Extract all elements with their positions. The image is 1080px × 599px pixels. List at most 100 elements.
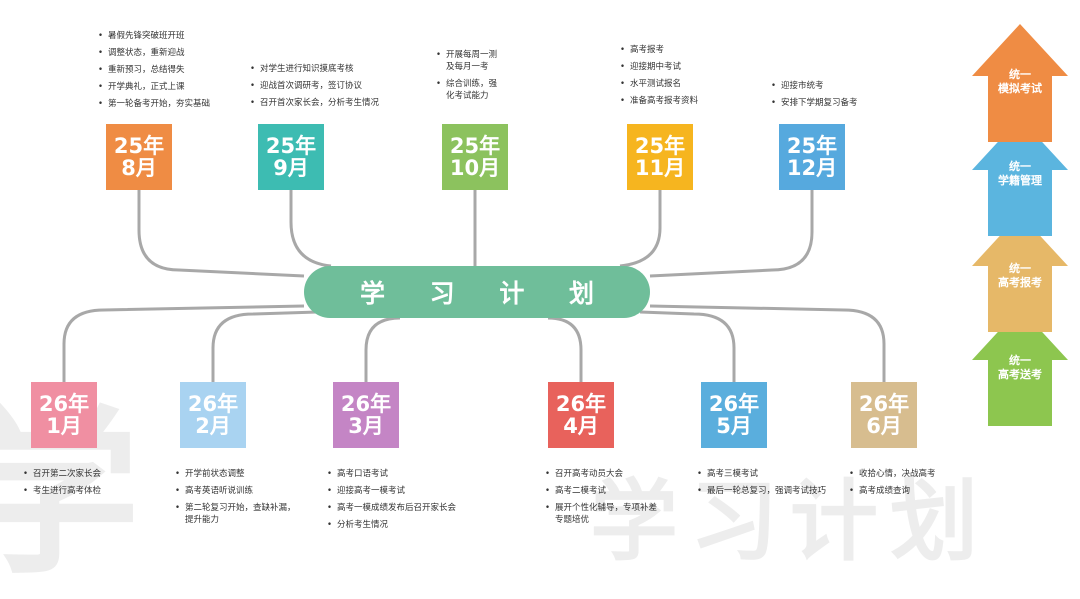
month-box-2025-10: 25年 10月 <box>442 124 508 190</box>
month-year: 26年 <box>38 392 90 416</box>
note-item: 高考三模考试 <box>697 468 826 480</box>
arrow-label-line2: 学籍管理 <box>998 174 1042 187</box>
month-box-2025-09: 25年 9月 <box>258 124 324 190</box>
connector-bottom-5 <box>639 310 736 382</box>
note-item: 重新预习，总结得失 <box>98 64 210 76</box>
note-item: 展开个性化辅导，专项补差 专题培优 <box>545 502 657 526</box>
notes-2026-02: 开学前状态调整 高考英语听说训练 第二轮复习开始，查缺补漏， 提升能力 <box>175 468 296 531</box>
note-item: 调整状态，重新迎战 <box>98 47 210 59</box>
notes-2025-09: 对学生进行知识摸底考核 迎战首次调研考，签订协议 召开首次家长会，分析考生情况 <box>250 63 379 114</box>
notes-2025-12: 迎接市统考 安排下学期复习备考 <box>771 80 858 114</box>
month-box-2026-05: 26年 5月 <box>701 382 767 448</box>
connector-bottom-4 <box>547 316 583 382</box>
arrow-label-line1: 统一 <box>1009 68 1031 81</box>
note-item: 暑假先锋突破班开班 <box>98 30 210 42</box>
note-item: 安排下学期复习备考 <box>771 97 858 109</box>
month-month: 9月 <box>273 156 309 180</box>
note-item: 召开第二次家长会 <box>23 468 101 480</box>
month-month: 5月 <box>716 414 752 438</box>
connector-top-2 <box>289 190 332 268</box>
arrow-gaokao-songkao: 统一 高考送考 <box>972 308 1068 426</box>
arrow-xueji-guanli: 统一 学籍管理 <box>972 118 1068 236</box>
note-item: 迎接期中考试 <box>620 61 698 73</box>
month-box-2025-12: 25年 12月 <box>779 124 845 190</box>
note-item: 开学前状态调整 <box>175 468 296 480</box>
arrow-label-line1: 统一 <box>1009 160 1031 173</box>
month-year: 26年 <box>340 392 392 416</box>
month-box-2025-08: 25年 8月 <box>106 124 172 190</box>
month-year: 25年 <box>634 134 686 158</box>
arrow-label-line2: 模拟考试 <box>998 82 1042 95</box>
arrow-label-line2: 高考送考 <box>998 368 1042 381</box>
month-year: 25年 <box>449 134 501 158</box>
notes-2025-11: 高考报考 迎接期中考试 水平测试报名 准备高考报考资料 <box>620 44 698 112</box>
note-item: 高考成绩查询 <box>849 485 936 497</box>
note-item: 开展每周一测 及每月一考 <box>436 49 497 73</box>
month-year: 26年 <box>858 392 910 416</box>
month-year: 26年 <box>555 392 607 416</box>
connector-lines <box>62 190 886 382</box>
month-month: 2月 <box>195 414 231 438</box>
month-month: 12月 <box>786 156 838 180</box>
month-year: 25年 <box>113 134 165 158</box>
connector-top-5 <box>649 190 814 278</box>
arrow-label-line1: 统一 <box>1009 262 1031 275</box>
study-plan-diagram: 学 学习计划 学 习 计 划 25年 8月 25年 9月 25年 10月 <box>0 0 1080 542</box>
month-year: 26年 <box>187 392 239 416</box>
month-month: 11月 <box>634 156 686 180</box>
arrow-label-line1: 统一 <box>1009 354 1031 367</box>
note-item: 高考英语听说训练 <box>175 485 296 497</box>
note-item: 高考一模成绩发布后召开家长会 <box>327 502 456 514</box>
arrow-label-line2: 高考报考 <box>998 276 1042 289</box>
connector-bottom-1 <box>62 304 305 382</box>
connector-bottom-3 <box>364 316 401 382</box>
month-month: 8月 <box>121 156 157 180</box>
note-item: 开学典礼，正式上课 <box>98 81 210 93</box>
month-box-2025-11: 25年 11月 <box>627 124 693 190</box>
note-item: 收拾心情，决战高考 <box>849 468 936 480</box>
notes-2026-06: 收拾心情，决战高考 高考成绩查询 <box>849 468 936 502</box>
note-item: 考生进行高考体检 <box>23 485 101 497</box>
notes-2026-05: 高考三模考试 最后一轮总复习，强调考试技巧 <box>697 468 826 502</box>
month-year: 26年 <box>708 392 760 416</box>
note-item: 最后一轮总复习，强调考试技巧 <box>697 485 826 497</box>
note-item: 高考口语考试 <box>327 468 456 480</box>
notes-2026-01: 召开第二次家长会 考生进行高考体检 <box>23 468 101 502</box>
notes-2025-10: 开展每周一测 及每月一考 综合训练，强 化考试能力 <box>436 49 497 107</box>
month-year: 25年 <box>786 134 838 158</box>
month-month: 3月 <box>348 414 384 438</box>
month-box-2026-02: 26年 2月 <box>180 382 246 448</box>
month-year: 25年 <box>265 134 317 158</box>
month-month: 10月 <box>449 156 501 180</box>
note-item: 综合训练，强 化考试能力 <box>436 78 497 102</box>
month-month: 1月 <box>46 414 82 438</box>
arrow-gaokao-baokao: 统一 高考报考 <box>972 214 1068 332</box>
note-item: 准备高考报考资料 <box>620 95 698 107</box>
note-item: 水平测试报名 <box>620 78 698 90</box>
note-item: 召开高考动员大会 <box>545 468 657 480</box>
notes-2025-08: 暑假先锋突破班开班 调整状态，重新迎战 重新预习，总结得失 开学典礼，正式上课 … <box>98 30 210 115</box>
note-item: 第一轮备考开始，夯实基础 <box>98 98 210 110</box>
month-box-2026-03: 26年 3月 <box>333 382 399 448</box>
note-item: 对学生进行知识摸底考核 <box>250 63 379 75</box>
connector-top-4 <box>619 190 662 268</box>
note-item: 迎接市统考 <box>771 80 858 92</box>
notes-2026-04: 召开高考动员大会 高考二模考试 展开个性化辅导，专项补差 专题培优 <box>545 468 657 531</box>
note-item: 分析考生情况 <box>327 519 456 531</box>
arrow-moni-kaoshi: 统一 模拟考试 <box>972 24 1068 142</box>
note-item: 迎接高考一模考试 <box>327 485 456 497</box>
month-month: 4月 <box>563 414 599 438</box>
connector-top-1 <box>137 190 305 278</box>
note-item: 迎战首次调研考，签订协议 <box>250 80 379 92</box>
month-box-2026-06: 26年 6月 <box>851 382 917 448</box>
note-item: 高考报考 <box>620 44 698 56</box>
month-month: 6月 <box>866 414 902 438</box>
center-title: 学 习 计 划 <box>304 266 650 318</box>
connector-bottom-6 <box>649 304 886 382</box>
note-item: 召开首次家长会，分析考生情况 <box>250 97 379 109</box>
note-item: 高考二模考试 <box>545 485 657 497</box>
month-box-2026-04: 26年 4月 <box>548 382 614 448</box>
connector-bottom-2 <box>211 310 319 382</box>
notes-2026-03: 高考口语考试 迎接高考一模考试 高考一模成绩发布后召开家长会 分析考生情况 <box>327 468 456 536</box>
month-box-2026-01: 26年 1月 <box>31 382 97 448</box>
